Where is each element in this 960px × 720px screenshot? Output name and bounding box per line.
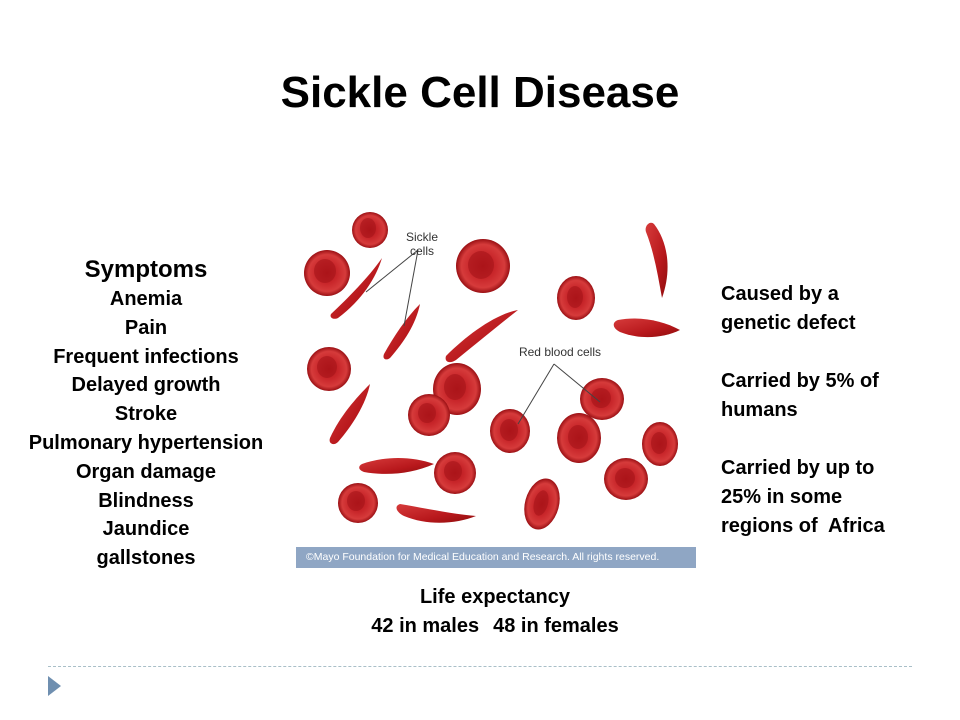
sickle-cells-label: cells	[410, 244, 434, 258]
symptom-item: Jaundice	[102, 518, 190, 541]
life-expectancy: Life expectancy 42 in males 48 in females	[300, 583, 690, 641]
blood-cells-illustration: Sickle cells Red blood cells	[296, 206, 696, 568]
symptoms-heading: Symptoms	[84, 256, 208, 283]
symptom-item: Organ damage	[75, 460, 217, 483]
symptoms-list: Symptoms Anemia Pain Frequent infections…	[0, 255, 292, 573]
fact-item: Carried by up to 25% in some regions of …	[721, 457, 885, 537]
symptom-item: Stroke	[114, 403, 178, 426]
red-blood-cells	[304, 212, 678, 530]
symptom-item: Pulmonary hypertension	[28, 431, 264, 454]
symptom-item: gallstones	[96, 547, 196, 570]
slide-bullet-icon	[48, 676, 61, 696]
life-expectancy-label: Life expectancy	[419, 586, 571, 608]
symptom-item: Pain	[124, 316, 168, 339]
symptom-item: Blindness	[98, 489, 194, 512]
symptom-item: Anemia	[109, 288, 183, 310]
footer-divider	[48, 666, 912, 667]
slide-title: Sickle Cell Disease	[280, 68, 680, 117]
symptom-item: Frequent infections	[53, 345, 239, 368]
life-expectancy-values: 42 in males 48 in females	[300, 612, 690, 641]
sickle-cells	[329, 222, 680, 523]
symptom-item: Delayed growth	[71, 374, 221, 397]
red-blood-cells-label: Red blood cells	[519, 345, 601, 359]
fact-item: Caused by a genetic defect	[721, 283, 856, 334]
life-expectancy-females: 48 in females	[493, 615, 619, 637]
copyright-credit: ©Mayo Foundation for Medical Education a…	[296, 547, 696, 568]
label-leader-lines	[365, 249, 601, 425]
facts-list: Caused by a genetic defect Carried by 5%…	[721, 280, 951, 570]
fact-item: Carried by 5% of humans	[721, 370, 879, 421]
sickle-cells-label: Sickle	[406, 230, 438, 244]
life-expectancy-males: 42 in males	[371, 615, 480, 637]
